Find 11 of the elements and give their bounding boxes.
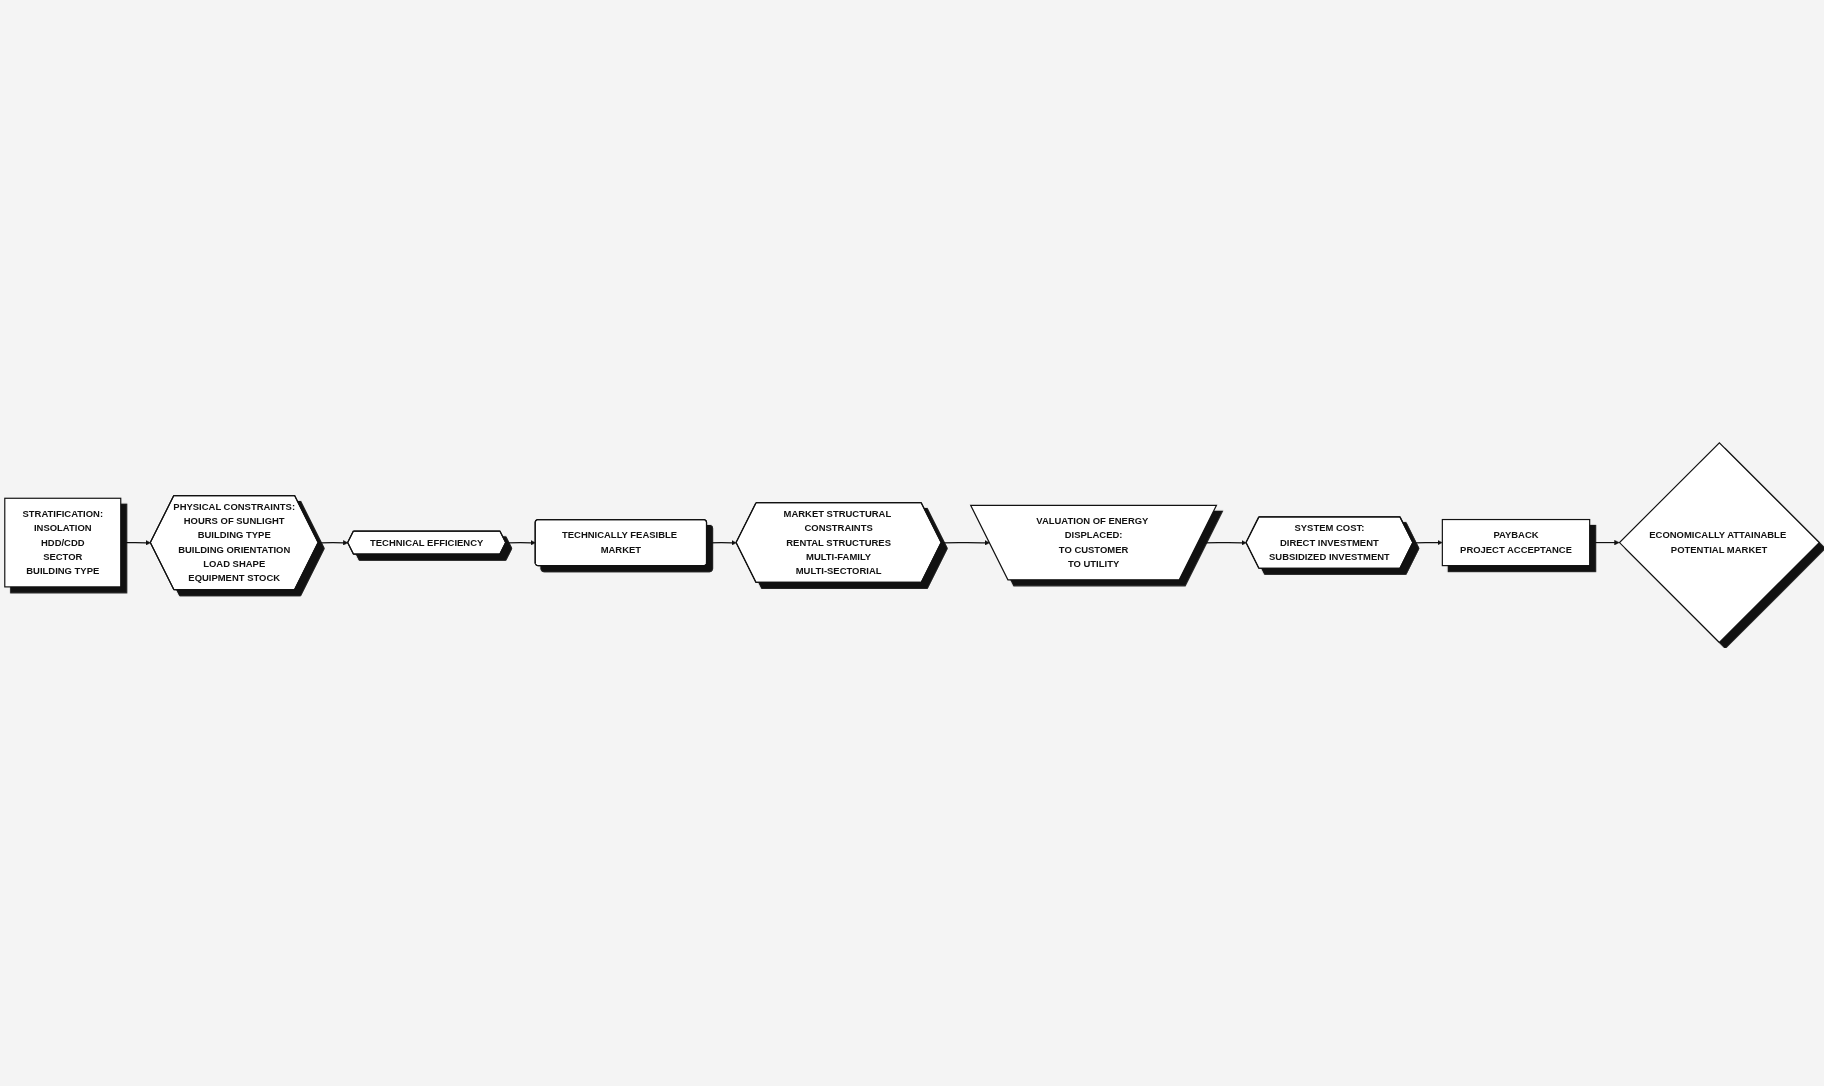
arrow — [120, 540, 151, 546]
arrow — [940, 540, 990, 546]
node-diamond: ECONOMICALLY ATTAINABLE POTENTIAL MARKET — [1618, 442, 1821, 644]
arrow — [1197, 540, 1247, 546]
node-box: PAYBACK PROJECT ACCEPTANCE — [1441, 519, 1591, 567]
arrow — [1589, 540, 1620, 546]
arrow — [505, 540, 536, 546]
node-box: STRATIFICATION: INSOLATION HDD/CDD SECTOR BUILDING TYPE — [4, 498, 122, 588]
arrow — [706, 540, 737, 546]
arrow — [317, 540, 349, 546]
arrow — [1412, 540, 1443, 546]
